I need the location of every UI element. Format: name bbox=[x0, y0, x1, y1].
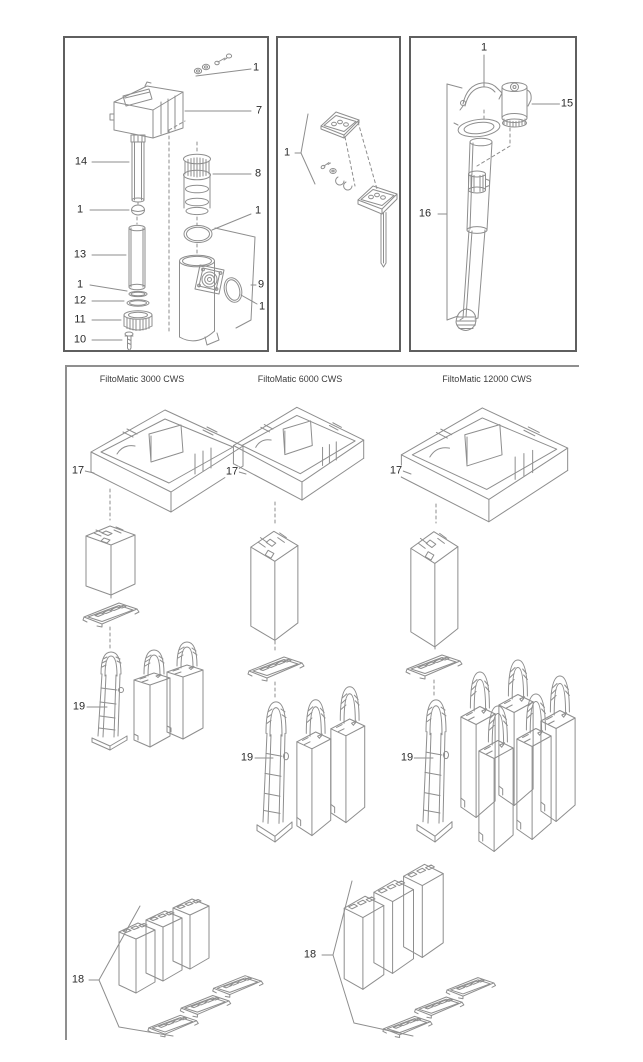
lamp-cage-drawing bbox=[184, 154, 252, 214]
fasteners-drawing bbox=[321, 163, 352, 190]
bracket-handle-drawing bbox=[460, 83, 502, 110]
controller-head-drawing bbox=[110, 82, 251, 138]
standpipe-drawing bbox=[454, 117, 501, 330]
filter-models-drawing bbox=[82, 406, 576, 1040]
cover-plate-drawing bbox=[278, 38, 399, 350]
oring-large-drawing bbox=[184, 214, 251, 243]
callout-14: 14 bbox=[73, 155, 89, 168]
callout-16: 16 bbox=[417, 207, 433, 220]
glass-cylinder-drawing bbox=[92, 217, 145, 290]
outlet-unit-panel: 1 15 16 bbox=[409, 36, 577, 352]
guide-dashes bbox=[169, 121, 197, 332]
callout-bracket bbox=[295, 114, 315, 184]
foam-pack-center-drawing bbox=[322, 864, 496, 1037]
callout-11: 11 bbox=[73, 313, 87, 326]
callout-18-left: 18 bbox=[70, 973, 86, 986]
uv-clarifier-drawing bbox=[65, 38, 267, 350]
screw-drawing bbox=[92, 332, 133, 350]
callout-17-6000: 17 bbox=[224, 465, 240, 478]
guide-dashes bbox=[345, 122, 377, 189]
filter-models-panel: FiltoMatic 3000 CWS FiltoMatic 6000 CWS … bbox=[65, 365, 579, 1040]
housing-drawing bbox=[180, 228, 258, 345]
outlet-unit-drawing bbox=[411, 38, 575, 350]
callout-leaders bbox=[438, 55, 560, 320]
foam-pack-left-drawing bbox=[89, 899, 263, 1037]
callout-1-oval: 1 bbox=[257, 300, 267, 313]
caption-filtomatic-3000: FiltoMatic 3000 CWS bbox=[99, 374, 185, 384]
callout-18-center: 18 bbox=[302, 948, 318, 961]
callout-1-dome: 1 bbox=[75, 203, 85, 216]
base-plate-drawing bbox=[358, 186, 397, 267]
callout-1-screws: 1 bbox=[251, 61, 261, 74]
quartz-tube-drawing bbox=[92, 135, 145, 202]
uv-clarifier-panel: 1 7 14 8 1 1 13 1 12 11 9 1 10 bbox=[63, 36, 269, 352]
clamp-ring-drawing bbox=[92, 300, 149, 306]
caption-filtomatic-6000: FiltoMatic 6000 CWS bbox=[257, 374, 343, 384]
cleaning-rotor-drawing bbox=[502, 83, 531, 128]
callout-13: 13 bbox=[72, 248, 88, 261]
callout-10: 10 bbox=[72, 333, 88, 346]
callout-8: 8 bbox=[253, 167, 263, 180]
model-12000-drawing bbox=[400, 407, 576, 853]
screw-set-drawing bbox=[194, 54, 251, 76]
cover-plate-top-drawing bbox=[321, 112, 359, 138]
callout-1-oring-big: 1 bbox=[253, 204, 263, 217]
bayonet-ring-drawing bbox=[92, 311, 152, 331]
callout-9: 9 bbox=[256, 278, 266, 291]
caption-filtomatic-12000: FiltoMatic 12000 CWS bbox=[442, 374, 532, 384]
callout-17-12000: 17 bbox=[388, 464, 404, 477]
callout-15: 15 bbox=[559, 97, 575, 110]
callout-1-outlet: 1 bbox=[479, 41, 489, 54]
callout-12: 12 bbox=[72, 294, 88, 307]
callout-1-oring-small: 1 bbox=[75, 278, 85, 291]
model-6000-drawing bbox=[232, 406, 366, 843]
callout-1-cover: 1 bbox=[282, 146, 292, 159]
cover-plate-panel: 1 bbox=[276, 36, 401, 352]
model-3000-drawing bbox=[82, 409, 244, 751]
callout-7: 7 bbox=[254, 104, 264, 117]
callout-17-3000: 17 bbox=[70, 464, 86, 477]
guide-dashes bbox=[477, 110, 510, 166]
dome-seal-drawing bbox=[90, 202, 145, 215]
callout-19-3000: 19 bbox=[71, 700, 87, 713]
callout-19-12000: 19 bbox=[399, 751, 415, 764]
oring-small-drawing bbox=[90, 285, 147, 297]
callout-19-6000: 19 bbox=[239, 751, 255, 764]
